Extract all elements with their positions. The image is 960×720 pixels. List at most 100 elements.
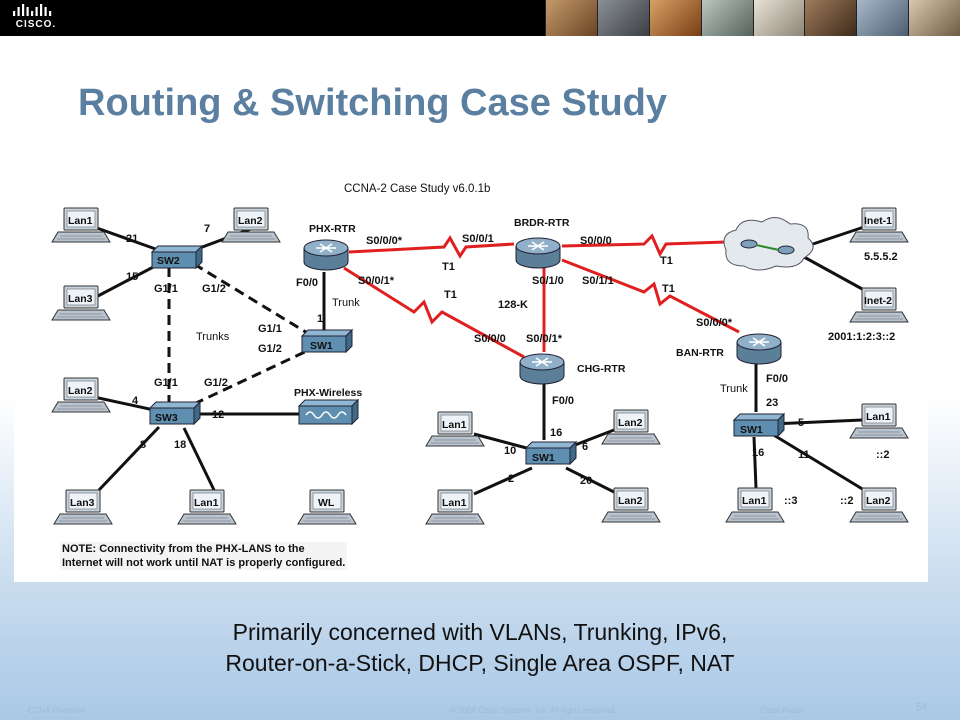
link-type-label: T1 xyxy=(662,283,675,295)
trunk-label: Trunk xyxy=(720,383,748,395)
slide-subtitle: Primarily concerned with VLANs, Trunking… xyxy=(0,617,960,679)
top-banner: CISCO. xyxy=(0,0,960,36)
interface-label: S0/0/0 xyxy=(580,235,612,247)
logo-wordmark: CISCO. xyxy=(15,19,57,30)
port-label: 7 xyxy=(204,223,210,235)
router-label-phx: PHX-RTR xyxy=(309,223,356,235)
port-label: 8 xyxy=(140,439,146,451)
port-label: 10 xyxy=(504,445,516,457)
router-icon[interactable] xyxy=(519,353,565,385)
header-photo xyxy=(804,0,857,36)
ipv6-suffix-label: ::3 xyxy=(784,495,797,507)
subtitle-line: Primarily concerned with VLANs, Trunking… xyxy=(232,619,728,645)
pc-label: Lan1 xyxy=(68,215,93,227)
slide-title: Routing & Switching Case Study xyxy=(78,82,668,124)
link-ban-lan1-bot xyxy=(752,436,758,489)
interface-label: S0/0/1* xyxy=(358,275,395,287)
port-label: G1/1 xyxy=(154,283,178,295)
header-photo xyxy=(545,0,597,36)
cisco-logo: CISCO. xyxy=(10,4,62,32)
topology-canvas: CCNA-2 Case Study v6.0.1b xyxy=(51,183,909,525)
network-topology-diagram: CCNA-2 Case Study v6.0.1b xyxy=(14,172,928,582)
link-chg-lan1-bot xyxy=(473,466,533,496)
trunk-sw2-sw1 xyxy=(193,262,310,336)
link-cloud-inet2 xyxy=(803,255,865,292)
port-label: F0/0 xyxy=(552,395,574,407)
pc-label: Lan2 xyxy=(618,417,643,429)
router-icon[interactable] xyxy=(736,333,782,365)
pc-label: Lan2 xyxy=(866,495,891,507)
header-photo xyxy=(856,0,909,36)
ipv6-suffix-label: ::2 xyxy=(876,449,889,461)
router-icon[interactable] xyxy=(515,237,561,269)
port-label: 15 xyxy=(126,271,138,283)
port-label: 20 xyxy=(580,475,592,487)
port-label: G1/2 xyxy=(202,283,226,295)
port-label: 5 xyxy=(798,417,804,429)
pc-label: Inet-2 xyxy=(864,295,892,307)
interface-label: S0/0/0* xyxy=(366,235,403,247)
pc-label: Lan1 xyxy=(442,497,467,509)
pc-label: WL xyxy=(318,497,335,509)
link-cloud-inet1 xyxy=(803,225,865,249)
page-number: 54 xyxy=(916,702,928,713)
header-photo xyxy=(908,0,960,36)
serial-brdr-cloud xyxy=(561,233,727,258)
switch-label-sw1-chg: SW1 xyxy=(532,452,555,464)
subtitle-line: Router-on-a-Stick, DHCP, Single Area OSP… xyxy=(225,650,735,676)
router-label-ban: BAN-RTR xyxy=(676,347,724,359)
port-label: F0/0 xyxy=(766,373,788,385)
interface-label: S0/0/1* xyxy=(526,333,563,345)
pc-label: Lan1 xyxy=(742,495,767,507)
pc-label: Lan2 xyxy=(238,215,263,227)
internet-cloud-icon xyxy=(723,217,814,271)
wireless-access-point-icon[interactable] xyxy=(297,398,360,426)
interface-labels: 21 7 15 G1/1 G1/2 Trunks G1/1 G1/2 G1/1 … xyxy=(126,223,898,507)
port-label: 16 xyxy=(752,447,764,459)
link-lan3-sw2 xyxy=(95,262,160,299)
interface-label: S0/0/0 xyxy=(474,333,506,345)
pc-label: Inet-1 xyxy=(864,215,892,227)
switch-label-sw3: SW3 xyxy=(155,412,178,424)
link-type-label: T1 xyxy=(660,255,673,267)
interface-label: S0/0/1 xyxy=(462,233,494,245)
link-type-label: T1 xyxy=(442,261,455,273)
diagram-caption: CCNA-2 Case Study v6.0.1b xyxy=(344,183,490,195)
switch-label-sw2: SW2 xyxy=(157,255,180,267)
address-label: 2001:1:2:3::2 xyxy=(828,331,895,343)
serial-phx-chg xyxy=(343,266,525,359)
pc-label: Lan1 xyxy=(442,419,467,431)
trunks-label: Trunks xyxy=(196,331,230,343)
port-label: 18 xyxy=(174,439,186,451)
bandwidth-label: 128-K xyxy=(498,299,528,311)
interface-label: S0/0/0* xyxy=(696,317,733,329)
link-ban-lan2-bot xyxy=(771,432,865,492)
link-chg-lan2-bot xyxy=(565,466,615,494)
port-label: 16 xyxy=(550,427,562,439)
link-sw3-lan1 xyxy=(182,427,216,491)
pc-label: Lan2 xyxy=(68,385,93,397)
port-label: G1/2 xyxy=(258,343,282,355)
port-label: 4 xyxy=(132,395,139,407)
footer-right: Cisco Public xyxy=(760,706,805,715)
header-photo xyxy=(648,0,701,36)
port-label: 6 xyxy=(582,441,588,453)
port-label: 2 xyxy=(508,473,514,485)
port-label: 1 xyxy=(317,313,323,325)
note-line: Internet will not work until NAT is prop… xyxy=(62,557,346,569)
ipv6-suffix-label: ::2 xyxy=(840,495,853,507)
pc-label: Lan1 xyxy=(194,497,219,509)
header-photo xyxy=(596,0,649,36)
ethernet-links xyxy=(93,225,865,496)
trunk-links xyxy=(167,262,310,406)
router-label-chg: CHG-RTR xyxy=(577,363,626,375)
port-label: 23 xyxy=(766,397,778,409)
serial-brdr-ban xyxy=(561,258,740,334)
port-label: 21 xyxy=(126,233,138,245)
switch-label-sw1-ban: SW1 xyxy=(740,424,763,436)
port-label: G1/1 xyxy=(258,323,282,335)
router-icon[interactable] xyxy=(303,239,349,271)
address-label: 5.5.5.2 xyxy=(864,251,898,263)
pc-label: Lan3 xyxy=(68,293,93,305)
port-label: F0/0 xyxy=(296,277,318,289)
